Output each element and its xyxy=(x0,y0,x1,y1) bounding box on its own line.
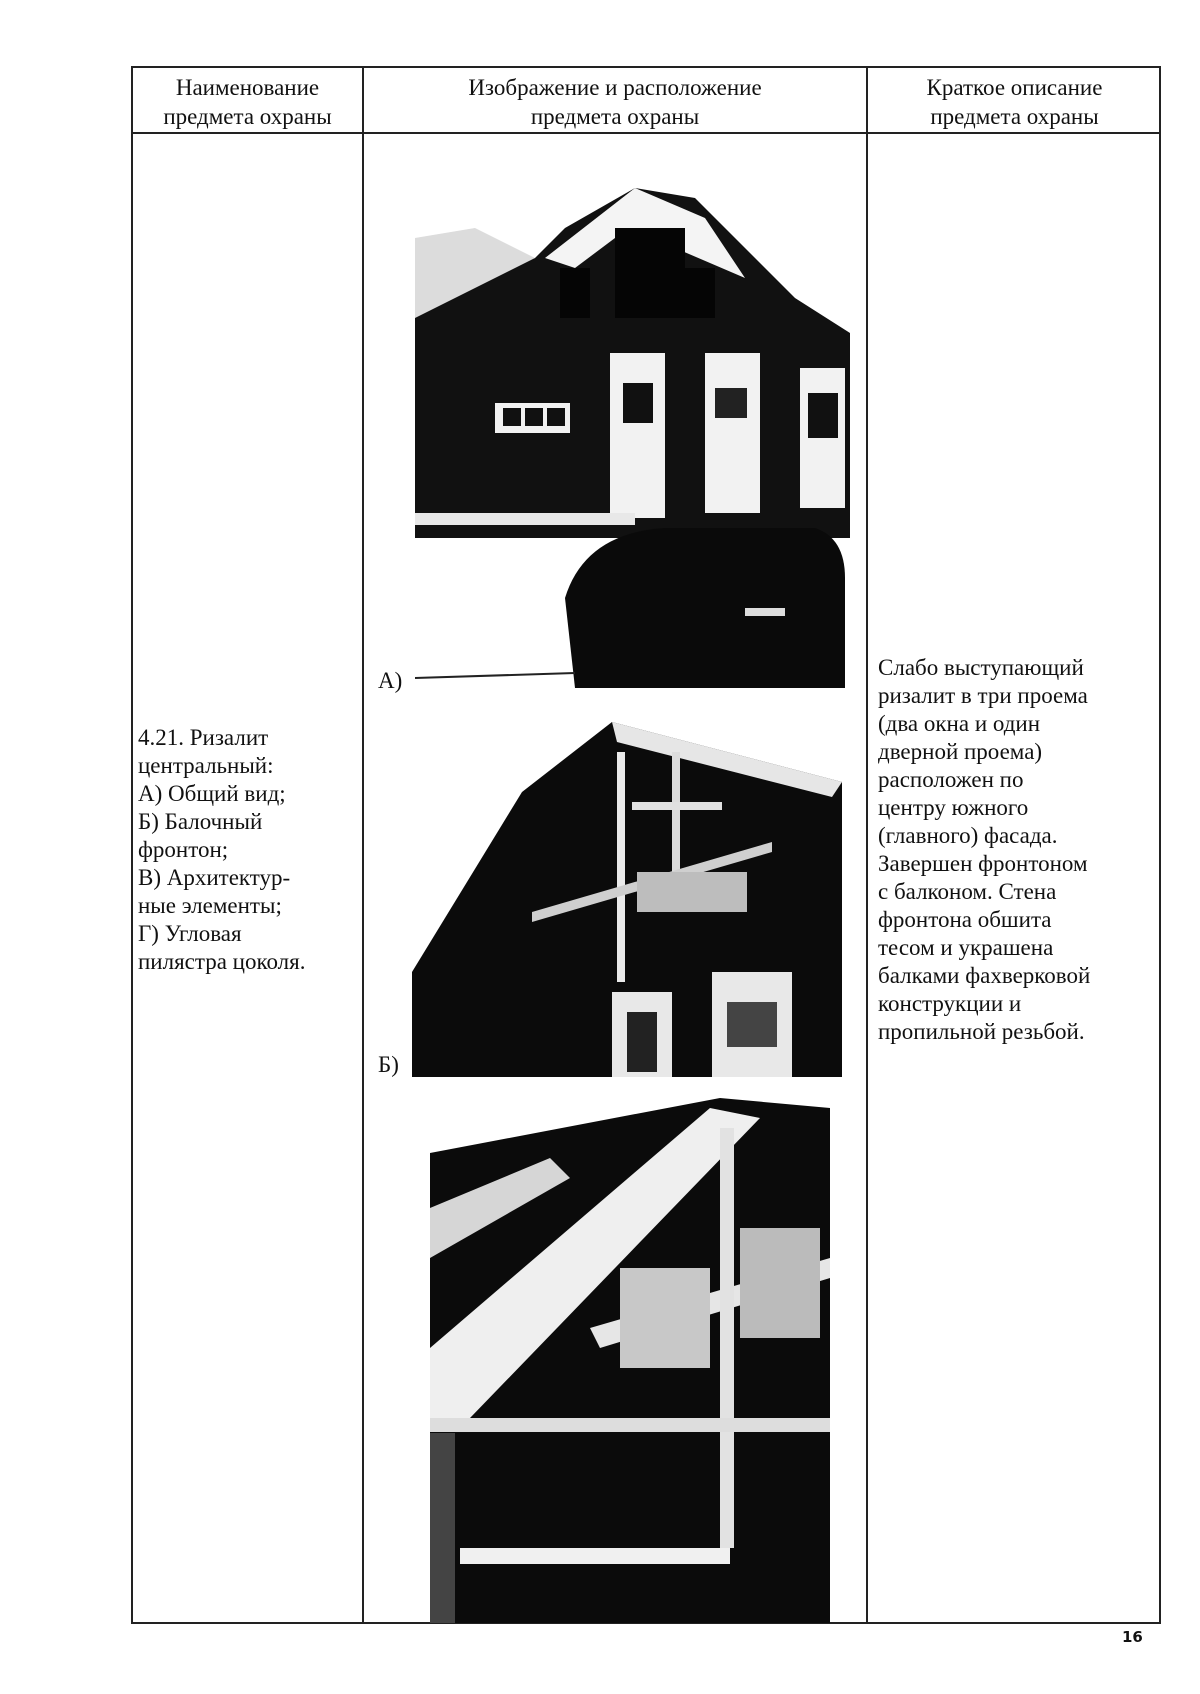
name-line: ные элементы; xyxy=(138,893,282,918)
heritage-table: Наименование предмета охраны Изображение… xyxy=(131,66,1161,1624)
header-description-line1: Краткое описание xyxy=(926,75,1103,100)
header-image-line1: Изображение и расположение xyxy=(468,75,762,100)
header-name: Наименование предмета охраны xyxy=(133,68,362,134)
photo-label-b: Б) xyxy=(378,1052,399,1077)
name-line: Г) Угловая xyxy=(138,921,242,946)
description-line: дверной проема) xyxy=(878,739,1043,764)
elements-photo-icon xyxy=(430,1088,830,1623)
photo-label-a: А) xyxy=(378,668,403,693)
column-divider xyxy=(866,68,868,1622)
header-description-line2: предмета охраны xyxy=(930,104,1099,129)
description-line: ризалит в три проема xyxy=(878,683,1088,708)
name-line: 4.21. Ризалит xyxy=(138,725,269,750)
description-line: фронтона обшита xyxy=(878,907,1052,932)
photo-architectural-elements xyxy=(430,1088,830,1623)
page-number: 16 xyxy=(1122,1628,1143,1646)
name-line: центральный: xyxy=(138,753,274,778)
header-name-line1: Наименование xyxy=(175,75,320,100)
header-name-line2: предмета охраны xyxy=(163,104,332,129)
name-line: фронтон; xyxy=(138,837,229,862)
description-line: (два окна и один xyxy=(878,711,1041,736)
description-line: Завершен фронтоном xyxy=(878,851,1088,876)
description-line: балками фахверковой xyxy=(878,963,1091,988)
protected-item-name: 4.21. Ризалит центральный: А) Общий вид;… xyxy=(138,724,306,976)
pediment-photo-icon: ​ xyxy=(412,712,842,1077)
protected-item-description: Слабо выступающий ризалит в три проема (… xyxy=(878,654,1090,1046)
name-line: А) Общий вид; xyxy=(138,781,286,806)
description-line: с балконом. Стена xyxy=(878,879,1057,904)
description-line: конструкции и xyxy=(878,991,1022,1016)
header-image: Изображение и расположение предмета охра… xyxy=(364,68,866,134)
name-line: В) Архитектур- xyxy=(138,865,291,890)
description-line: Слабо выступающий xyxy=(878,655,1084,680)
column-divider xyxy=(362,68,364,1622)
description-line: расположен по xyxy=(878,767,1024,792)
description-line: тесом и украшена xyxy=(878,935,1054,960)
name-line: Б) Балочный xyxy=(138,809,263,834)
header-image-line2: предмета охраны xyxy=(530,104,700,129)
description-line: пропильной резьбой. xyxy=(878,1019,1085,1044)
description-line: центру южного xyxy=(878,795,1029,820)
photo-general-view xyxy=(415,178,850,693)
header-divider xyxy=(133,132,1159,134)
building-photo-icon xyxy=(415,178,850,693)
photo-beam-pediment: ​ xyxy=(412,712,842,1077)
header-description: Краткое описание предмета охраны xyxy=(868,68,1161,134)
name-line: пилястра цоколя. xyxy=(138,949,306,974)
description-line: (главного) фасада. xyxy=(878,823,1058,848)
